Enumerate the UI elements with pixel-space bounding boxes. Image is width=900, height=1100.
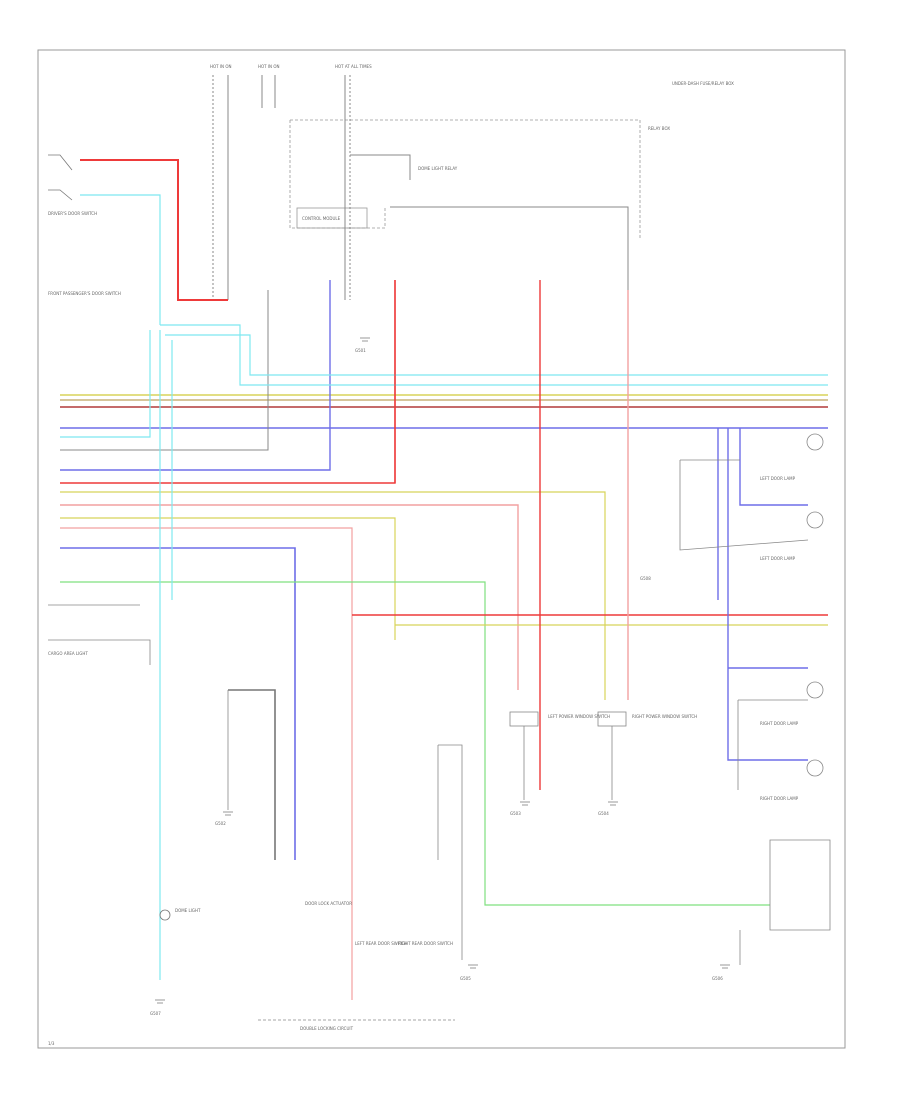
door-lock-label: DOOR LOCK ACTUATOR [305,901,352,906]
driver-door-switch [48,154,73,201]
right-door-lamp-label: RIGHT DOOR LAMP [760,721,799,726]
wire-red-driver [80,159,228,301]
left-door-lamp-label: LEFT DOOR LAMP [760,476,796,481]
lamp-wires [394,280,629,790]
driver-switch-label: DRIVER'S DOOR SWITCH [48,211,97,216]
ground-label-6: G506 [712,976,723,981]
front-passenger-label: FRONT PASSENGER'S DOOR SWITCH [48,291,121,296]
left-door-lamp2-label: LEFT DOOR LAMP [760,556,796,561]
ground-label-1: G501 [355,348,366,353]
cargo-label: CARGO AREA LIGHT [48,651,88,656]
ground-symbols [155,337,730,1004]
right-rear-label: RIGHT REAR DOOR SWITCH [398,941,453,946]
ground-label-4: G504 [598,811,609,816]
left-lower [48,604,831,1021]
ground-label-3: G503 [510,811,521,816]
left-window-label: LEFT POWER WINDOW SWITCH [548,714,610,719]
relay-box-label: RELAY BOX [648,126,670,131]
diagram-border [37,49,846,1049]
dome-light-label: DOME LIGHT [175,908,201,913]
right-lamps [679,428,824,790]
control-module-label: CONTROL MODULE [302,216,341,221]
ground-label-5: G505 [460,976,471,981]
ground-label-8: G508 [640,576,651,581]
right-door-lamp2-label: RIGHT DOOR LAMP [760,796,799,801]
ground-label-7: G507 [150,1011,161,1016]
page-ref: 1/3 [48,1041,55,1046]
cyan-wires [159,324,828,980]
ground-label-2: G502 [215,821,226,826]
fuse-label-b: HOT IN ON [258,64,279,69]
bottom-center-label: DOUBLE LOCKING CIRCUIT [300,1026,354,1031]
top-feeds [212,75,629,300]
relay-box-outline [289,119,641,240]
right-window-label: RIGHT POWER WINDOW SWITCH [632,714,697,719]
control-module-box [296,207,368,229]
bus-wires [60,280,828,1000]
under-dash-label: UNDER-DASH FUSE/RELAY BOX [672,81,734,86]
dome-relay-label: DOME LIGHT RELAY [418,166,458,171]
left-rear-label: LEFT REAR DOOR SWITCH [355,941,407,946]
fuse-label-a: HOT IN ON [210,64,231,69]
wire-cyan-driver [80,194,161,325]
window-switches [509,711,627,800]
fuse-label-c: HOT AT ALL TIMES [335,64,372,69]
